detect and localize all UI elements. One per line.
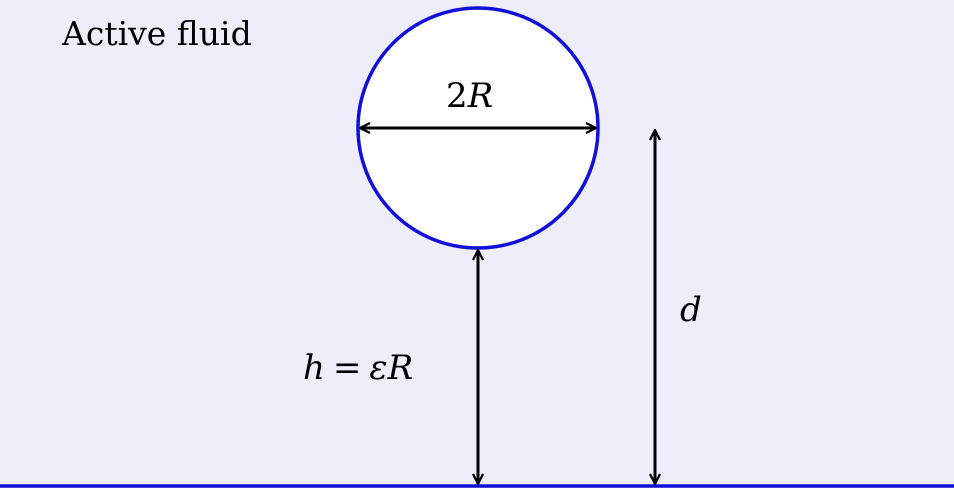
gap-variable: R	[387, 348, 414, 388]
diameter-label: 2R	[446, 76, 493, 116]
diameter-coefficient: 2	[446, 76, 468, 116]
gap-lhs: h	[303, 348, 325, 388]
diameter-variable: R	[467, 76, 494, 116]
gap-epsilon: ε	[369, 348, 388, 388]
gap-equals: =	[332, 348, 362, 388]
fluid-label: Active fluid	[62, 14, 252, 53]
gap-label: h=εR	[303, 348, 413, 388]
distance-label: d	[680, 290, 702, 330]
